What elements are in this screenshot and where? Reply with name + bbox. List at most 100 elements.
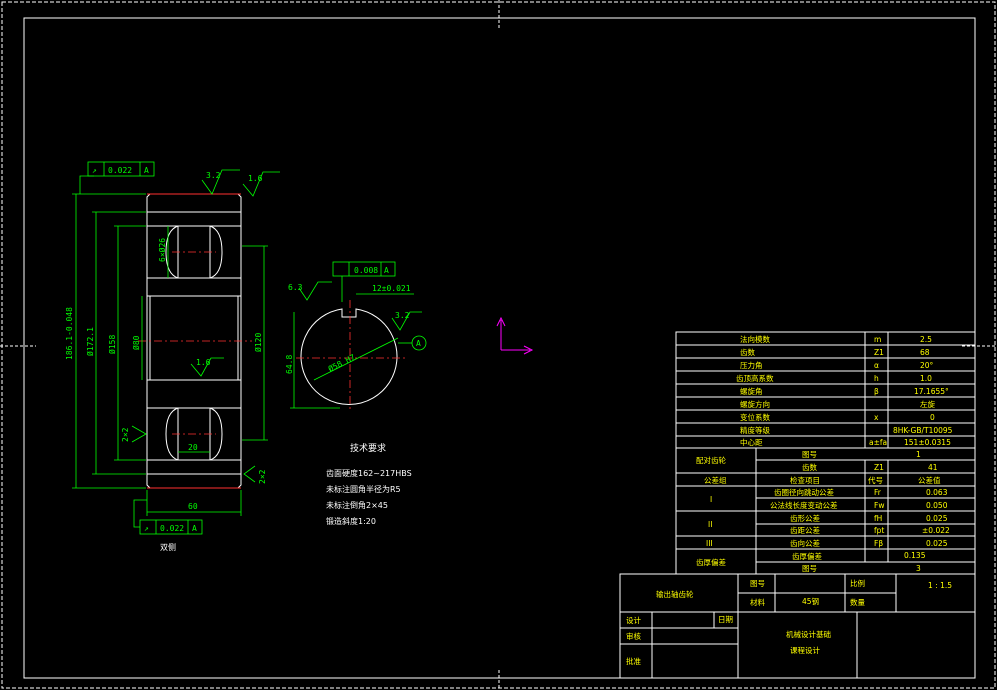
pair-sym2: Z1: [874, 463, 884, 472]
group-value: 0.025: [926, 539, 948, 548]
group-name: II: [708, 520, 712, 529]
dim-width: 60: [188, 502, 198, 511]
dim-chamfer-right: 2×2: [258, 469, 267, 484]
spec-label: 变位系数: [740, 412, 770, 422]
backlash-val2: 3: [916, 564, 921, 573]
group-item: 齿形公差: [790, 513, 820, 523]
tol-top-sym: ↗: [92, 166, 97, 175]
spec-val: 20°: [920, 361, 934, 370]
group-item: 齿距公差: [790, 525, 820, 535]
dim-d2: Ø158: [107, 335, 117, 354]
spec-sym: a±fa: [869, 438, 887, 447]
pair-label: 配对齿轮: [696, 455, 726, 465]
pair-val1: 1: [916, 450, 921, 459]
group-value: 0.025: [926, 514, 948, 523]
qty-label: 数量: [850, 597, 865, 607]
group-code: fpt: [874, 526, 884, 535]
group-item: 公法线长度变动公差: [770, 500, 838, 510]
gear-dim-texts: 186.1-0.048 Ø172.1 Ø158 Ø80 Ø120 6×Ø26 6…: [65, 166, 267, 552]
spec-val: 17.1655°: [914, 387, 949, 396]
tol-top-ref: A: [144, 166, 149, 175]
group-code: Fβ: [874, 539, 883, 548]
spec-sym: x: [874, 413, 879, 422]
dim-chamfer-left: 2×2: [121, 427, 130, 442]
keyway-tol-ref: A: [384, 266, 389, 275]
col-group: 公差组: [704, 475, 727, 485]
keyway-tol-val: 0.008: [354, 266, 378, 275]
date-label: 日期: [718, 615, 733, 624]
spec-sym: h: [874, 374, 879, 383]
tol-bot-sym: ↗: [144, 524, 149, 533]
col-code: 代号: [868, 475, 883, 485]
tech-req-line-4: 锻造斜度1:20: [326, 516, 376, 526]
designer-label: 设计: [626, 615, 641, 625]
spec-val: 151±0.0315: [904, 438, 951, 447]
title-block-text: 输出轴齿轮 图号 比例 1 : 1.5 材料 45钢 数量 设计 日期 审核 批…: [626, 578, 952, 666]
tech-requirements: 技术要求 齿面硬度162~217HBS 未标注圆角半径为R5 未标注倒角2×45…: [326, 442, 412, 526]
backlash-label: 齿厚偏差: [696, 557, 726, 567]
project-name: 课程设计: [790, 645, 820, 655]
spec-sym: α: [874, 361, 879, 370]
tol-bot-ref: A: [192, 524, 197, 533]
dim-tip-dia: 186.1-0.048: [65, 307, 74, 360]
group-value: 0.050: [926, 501, 948, 510]
keyway-depth: 64.8: [285, 355, 294, 374]
gear-dimensions: [72, 161, 280, 535]
keyway-datum: A: [416, 339, 421, 348]
dim-hub: Ø120: [253, 333, 263, 352]
keyway-section: [290, 261, 427, 412]
ucs-icon: [496, 316, 534, 355]
rough-mid: 1.6: [196, 358, 211, 367]
pair-sub1: 图号: [802, 450, 817, 459]
spec-val: 1.0: [920, 374, 932, 383]
pair-val2: 41: [928, 463, 938, 472]
spec-label: 齿数: [740, 347, 755, 357]
group-item: 齿圈径向跳动公差: [774, 487, 834, 497]
group-name: I: [710, 495, 712, 504]
rough-top1: 3.2: [206, 171, 221, 180]
course-name: 机械设计基础: [786, 629, 831, 639]
checker-label: 审核: [626, 631, 641, 641]
spec-sym: β: [874, 387, 879, 396]
view-label: 双侧: [160, 542, 176, 552]
tech-req-title: 技术要求: [350, 442, 386, 454]
tol-top-val: 0.022: [108, 166, 132, 175]
spec-val: 2.5: [920, 335, 932, 344]
keyway-rough-left: 6.3: [288, 283, 303, 292]
spec-label: 压力角: [740, 360, 763, 370]
spec-label: 中心距: [740, 437, 763, 447]
spec-val: 左旋: [920, 399, 935, 409]
gear-section: [138, 193, 252, 489]
spec-label: 螺旋角: [740, 386, 763, 396]
group-code: Fr: [874, 488, 882, 497]
approver-label: 批准: [626, 656, 641, 666]
spec-val: 0: [930, 413, 935, 422]
group-code: Fw: [874, 501, 884, 510]
spec-label: 齿顶高系数: [736, 373, 774, 383]
dim-holes: 6×Ø26: [157, 238, 167, 262]
group-value: 0.063: [926, 488, 948, 497]
spec-table-text: 法向模数 m 2.5 齿数 Z1 68 压力角 α 20° 齿顶高系数 h 1.…: [696, 334, 953, 573]
group-value: ±0.022: [922, 526, 950, 535]
frame-border: [23, 17, 976, 679]
material-value: 45钢: [802, 596, 819, 606]
group-name: III: [706, 539, 713, 548]
scale-value: 1 : 1.5: [928, 581, 952, 590]
spec-val: 68: [920, 348, 930, 357]
group-item: 齿向公差: [790, 538, 820, 548]
backlash-sub2: 图号: [802, 564, 817, 573]
dim-bore: Ø80: [131, 335, 141, 350]
spec-label: 螺旋方向: [740, 399, 770, 409]
part-name: 输出轴齿轮: [656, 589, 694, 599]
backlash-sub1: 齿厚偏差: [792, 551, 822, 561]
backlash-val1: 0.135: [904, 551, 926, 560]
keyway-rough-right: 3.2: [395, 311, 410, 320]
spec-sym: Z1: [874, 348, 884, 357]
spec-label: 精度等级: [740, 425, 770, 435]
spec-label: 法向模数: [740, 334, 770, 344]
tech-req-line-3: 未标注倒角2×45: [326, 500, 388, 510]
keyway-bore: Ø58 H7: [326, 352, 356, 374]
keyway-texts: 0.008 A 12±0.021 64.8 Ø58 H7 6.3 3.2 A: [285, 266, 421, 374]
dim-web: 20: [188, 443, 198, 452]
